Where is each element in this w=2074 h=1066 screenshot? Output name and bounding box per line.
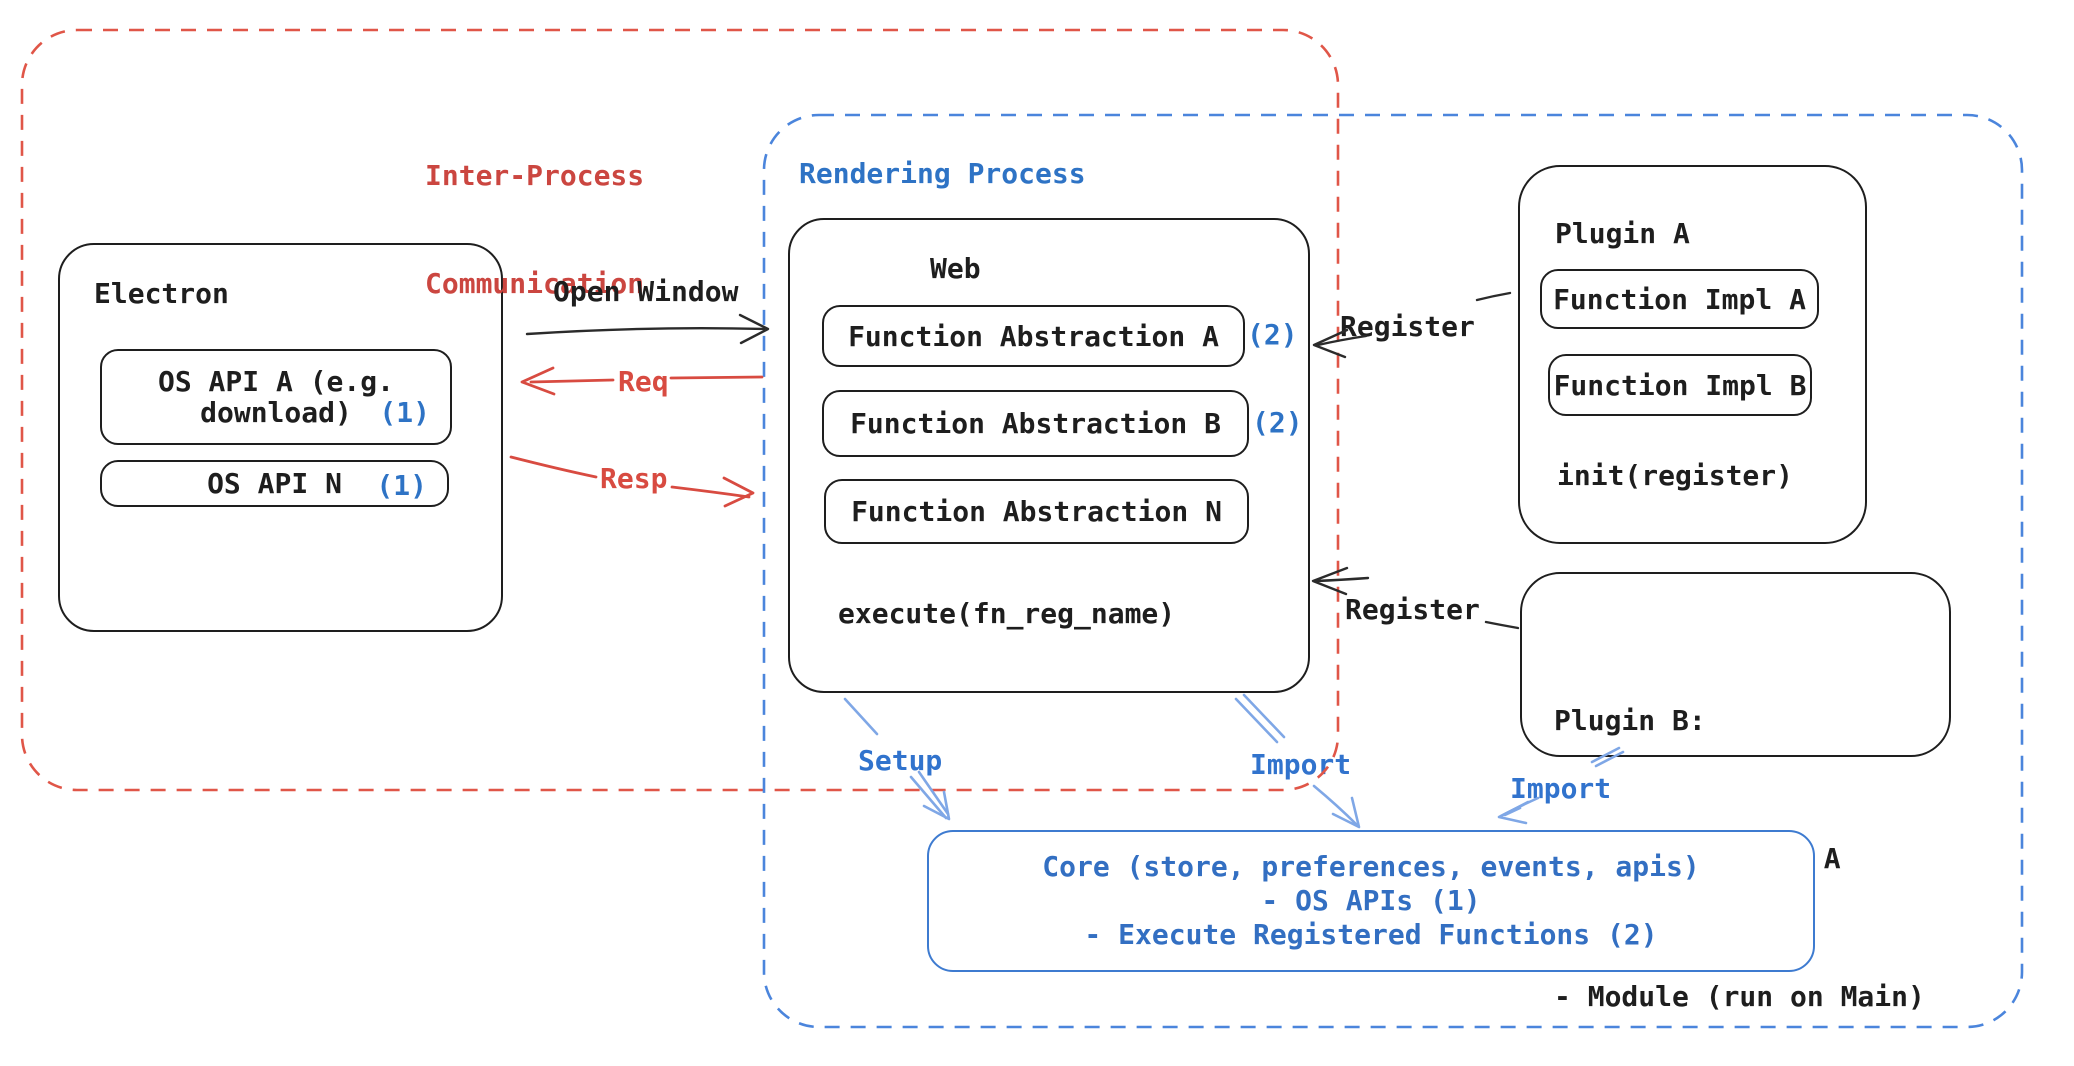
ipc-region-label: Inter-Process Communication <box>425 86 644 374</box>
import-plugin-b-label: Import <box>1510 772 1612 805</box>
function-impl-a-box: Function Impl A <box>1540 269 1819 329</box>
os-api-n-badge: (1) <box>376 469 427 502</box>
os-api-a-box: OS API A (e.g. download) (1) <box>100 349 452 445</box>
plugin-b-line3: - Module (run on Main) <box>1554 980 1925 1013</box>
function-abstraction-a-box: Function Abstraction A <box>822 305 1245 367</box>
function-impl-b-box: Function Impl B <box>1548 354 1812 416</box>
req-label: Req <box>618 365 669 398</box>
function-abstraction-n-box: Function Abstraction N <box>824 479 1249 544</box>
core-box: Core (store, preferences, events, apis) … <box>927 830 1815 972</box>
register-plugin-b-label: Register <box>1345 593 1480 626</box>
plugin-b-box: Plugin B: - Function Impl A - Module (ru… <box>1520 572 1951 1013</box>
ipc-region-label-line1: Inter-Process <box>425 159 645 192</box>
core-line1: Core (store, preferences, events, apis) <box>1042 850 1700 883</box>
core-line3: - Execute Registered Functions (2) <box>1084 918 1658 951</box>
electron-title: Electron <box>94 277 229 310</box>
open-window-label: Open Window <box>553 275 739 308</box>
import-web-label: Import <box>1250 748 1352 781</box>
plugin-b-line1: Plugin B: <box>1554 704 1706 737</box>
fn-abstraction-b-badge: (2) <box>1252 406 1303 439</box>
os-api-a-text: OS API A (e.g. download) <box>157 365 394 429</box>
function-abstraction-b-box: Function Abstraction B <box>822 390 1249 457</box>
plugin-a-init-label: init(register) <box>1557 459 1794 492</box>
setup-label: Setup <box>858 744 943 777</box>
core-line2: - OS APIs (1) <box>1261 884 1481 917</box>
fn-abstraction-a-badge: (2) <box>1247 318 1298 351</box>
register-plugin-a-label: Register <box>1340 310 1475 343</box>
web-box: Web Function Abstraction A Function Abst… <box>788 218 1310 693</box>
os-api-a-badge: (1) <box>379 396 430 429</box>
plugin-a-box: Plugin A Function Impl A Function Impl B… <box>1518 165 1867 544</box>
os-api-n-box: OS API N (1) <box>100 460 449 507</box>
rendering-region-label: Rendering Process <box>799 157 1086 190</box>
execute-label: execute(fn_reg_name) <box>838 597 1176 630</box>
os-api-n-text: OS API N <box>207 467 342 500</box>
resp-label: Resp <box>600 462 668 495</box>
web-title: Web <box>930 252 981 285</box>
plugin-a-title: Plugin A <box>1555 217 1690 250</box>
